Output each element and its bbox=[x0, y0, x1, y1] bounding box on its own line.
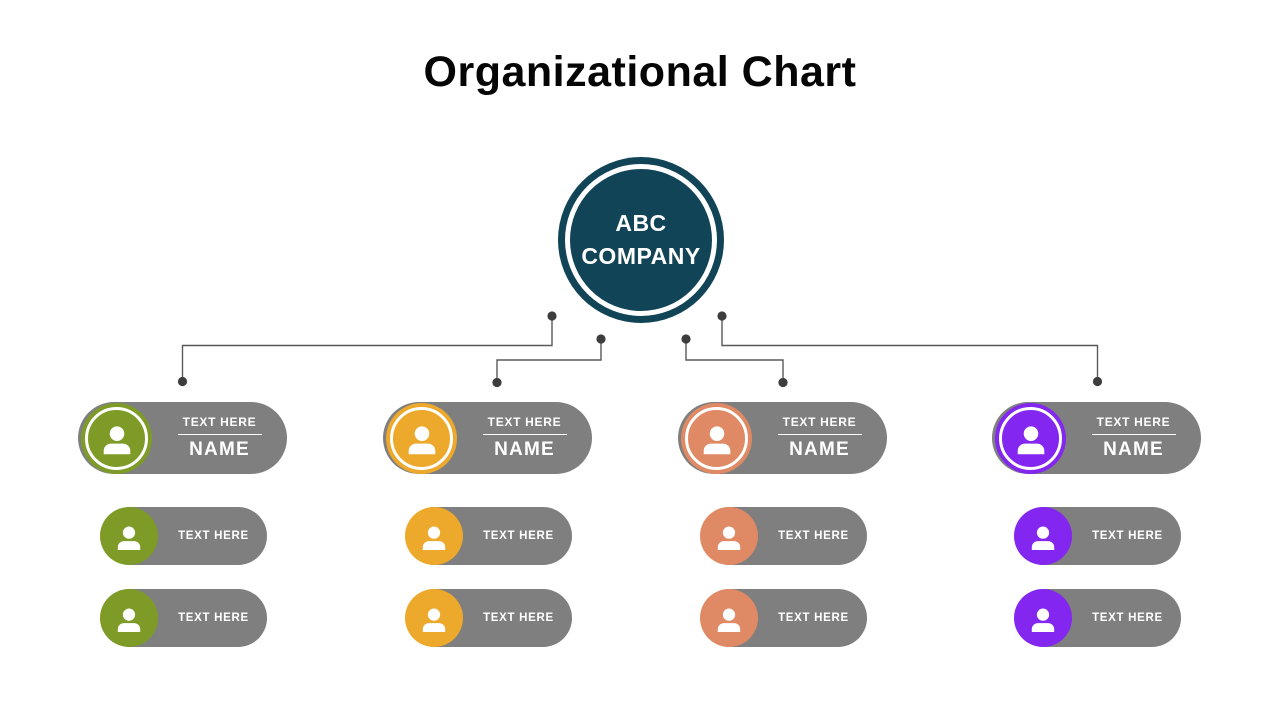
node-name: NAME bbox=[1103, 439, 1164, 460]
connector-dot bbox=[1092, 376, 1103, 387]
avatar bbox=[100, 507, 158, 565]
manager-node: TEXT HERE NAME bbox=[600, 401, 890, 474]
avatar-ring bbox=[390, 407, 453, 470]
connector-dot bbox=[681, 334, 691, 344]
person-icon bbox=[422, 526, 446, 550]
connector-dot bbox=[547, 311, 557, 321]
company-node-ring bbox=[565, 164, 717, 316]
company-name-line2: COMPANY bbox=[581, 243, 701, 269]
divider-line bbox=[177, 434, 262, 435]
node-label: TEXT HERE bbox=[778, 612, 849, 624]
node-label: TEXT HERE bbox=[1096, 415, 1171, 429]
node-name: NAME bbox=[789, 439, 850, 460]
node-name: NAME bbox=[189, 439, 250, 460]
avatar bbox=[1014, 589, 1072, 647]
avatar bbox=[700, 589, 758, 647]
node-name: NAME bbox=[494, 439, 555, 460]
manager-node: TEXT HERE NAME bbox=[914, 401, 1204, 474]
divider-line bbox=[777, 434, 862, 435]
node-text: TEXT HERE NAME bbox=[752, 402, 887, 474]
avatar-ring bbox=[685, 407, 748, 470]
connector-dot bbox=[177, 376, 188, 387]
sub-node: TEXT HERE bbox=[0, 507, 267, 565]
manager-node: TEXT HERE NAME bbox=[0, 401, 290, 474]
person-icon bbox=[717, 526, 741, 550]
sub-node: TEXT HERE bbox=[0, 589, 267, 647]
person-icon bbox=[1031, 608, 1055, 632]
person-icon bbox=[1031, 526, 1055, 550]
company-node-label: ABC COMPANY bbox=[558, 157, 724, 323]
node-text: TEXT HERE NAME bbox=[457, 402, 592, 474]
avatar bbox=[81, 403, 152, 474]
avatar bbox=[995, 403, 1066, 474]
company-name-line1: ABC bbox=[615, 210, 667, 236]
node-label: TEXT HERE bbox=[782, 415, 857, 429]
org-branch-4: TEXT HERE NAME TEXT HERE TEXT HERE bbox=[914, 401, 1204, 651]
person-icon bbox=[422, 608, 446, 632]
sub-node: TEXT HERE bbox=[914, 507, 1181, 565]
connector-dot bbox=[778, 377, 788, 388]
sub-node: TEXT HERE bbox=[305, 589, 572, 647]
company-node: ABC COMPANY bbox=[558, 157, 724, 323]
avatar bbox=[405, 507, 463, 565]
person-icon bbox=[117, 608, 141, 632]
avatar bbox=[386, 403, 457, 474]
node-label: TEXT HERE bbox=[1092, 530, 1163, 542]
node-label: TEXT HERE bbox=[483, 530, 554, 542]
connector-dot bbox=[596, 334, 606, 344]
page-title: Organizational Chart bbox=[423, 48, 857, 96]
org-branch-3: TEXT HERE NAME TEXT HERE TEXT HERE bbox=[600, 401, 890, 651]
node-label: TEXT HERE bbox=[778, 530, 849, 542]
connector-dot bbox=[492, 377, 502, 388]
manager-node: TEXT HERE NAME bbox=[305, 401, 595, 474]
sub-node: TEXT HERE bbox=[305, 507, 572, 565]
avatar bbox=[700, 507, 758, 565]
node-text: TEXT HERE NAME bbox=[1066, 402, 1201, 474]
node-label: TEXT HERE bbox=[487, 415, 562, 429]
avatar-ring bbox=[85, 407, 148, 470]
org-branch-1: TEXT HERE NAME TEXT HERE TEXT HERE bbox=[0, 401, 290, 651]
person-icon bbox=[717, 608, 741, 632]
node-label: TEXT HERE bbox=[178, 530, 249, 542]
connector-dot bbox=[717, 311, 727, 321]
avatar bbox=[100, 589, 158, 647]
sub-node: TEXT HERE bbox=[600, 507, 867, 565]
avatar bbox=[405, 589, 463, 647]
avatar bbox=[681, 403, 752, 474]
sub-node: TEXT HERE bbox=[914, 589, 1181, 647]
node-label: TEXT HERE bbox=[178, 612, 249, 624]
node-label: TEXT HERE bbox=[1092, 612, 1163, 624]
avatar-ring bbox=[999, 407, 1062, 470]
avatar bbox=[1014, 507, 1072, 565]
sub-node: TEXT HERE bbox=[600, 589, 867, 647]
divider-line bbox=[482, 434, 567, 435]
node-label: TEXT HERE bbox=[483, 612, 554, 624]
node-label: TEXT HERE bbox=[182, 415, 257, 429]
person-icon bbox=[117, 526, 141, 550]
org-branch-2: TEXT HERE NAME TEXT HERE TEXT HERE bbox=[305, 401, 595, 651]
node-text: TEXT HERE NAME bbox=[152, 402, 287, 474]
divider-line bbox=[1091, 434, 1176, 435]
